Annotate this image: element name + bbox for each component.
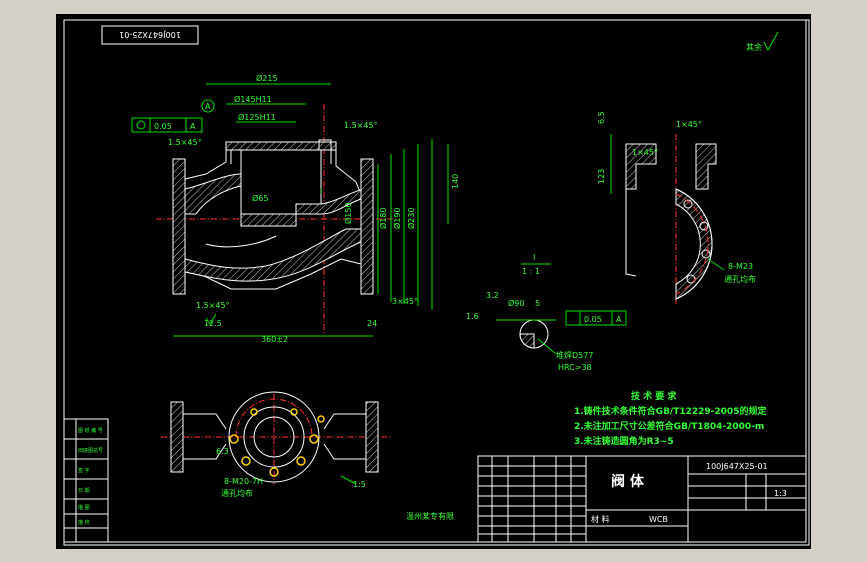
dim-chamfer-top: 1.5×45° (344, 121, 378, 130)
tol-detail-value: 0.05 (584, 315, 602, 324)
right-side-view: 6.5 123 1×45° 1×45° 8-M23 通孔均布 (597, 111, 756, 304)
company-text: 温州某专有限 (406, 511, 454, 521)
tol-frame-main (131, 117, 203, 133)
left-cell-5: 描 校 (78, 519, 90, 526)
dim-h140: 140 (451, 174, 460, 189)
dim-d125: Ø125H11 (238, 112, 276, 122)
left-cell-0: 图 纸 编 号 (78, 427, 103, 434)
tech-item-3: 3.未注铸造圆角为R3~5 (574, 435, 674, 447)
holes-bottom: 8-M20-7H (224, 477, 263, 486)
dim-chamfer-r2: 1×45° (632, 148, 658, 157)
cad-drawing: 100J647X25-01 其余 Ø215 (63, 19, 810, 546)
part-name: 阀 体 (611, 473, 645, 490)
main-section-view: Ø215 Ø145H11 Ø125H11 1.5×45° 1.5×45° Ø65… (131, 73, 460, 344)
tol-main-value: 0.05 (154, 122, 172, 131)
dim-d65: Ø65 (252, 193, 268, 203)
left-cell-3: 日 期 (78, 488, 90, 494)
tech-item-1: 1.铸件技术条件符合GB/T12229-2005的规定 (574, 405, 767, 417)
detail-scale: 1 : 1 (522, 267, 540, 276)
dim-d215: Ø215 (256, 73, 278, 83)
holes-right-note: 通孔均布 (724, 274, 756, 284)
material-value: WCB (649, 515, 668, 524)
dim-chamfer-left: 1.5×45° (168, 138, 202, 147)
left-cell-2: 签 字 (78, 467, 90, 474)
mirrored-code: 100J647X25-01 (119, 30, 181, 39)
scale-bottom: 1:5 (353, 480, 366, 489)
bottom-view: 8-M20-7H 通孔均布 1:5 6.3 (161, 391, 391, 498)
tech-item-2: 2.未注加工尺寸公差符合GB/T1804-2000-m (574, 420, 764, 432)
tol-main-datum: A (190, 122, 196, 131)
left-cell-1: 旧底图总号 (78, 447, 103, 454)
section-label-main: I (320, 187, 322, 196)
hrc-note: HRC>38 (558, 363, 592, 372)
holes-bottom-note: 通孔均布 (221, 488, 253, 498)
left-cell-4: 描 图 (78, 504, 90, 511)
detail-label: I (533, 253, 535, 262)
rough-bottom: 6.3 (216, 447, 229, 456)
mirrored-code-box: 100J647X25-01 (101, 25, 199, 45)
dim-d145: Ø145H11 (234, 94, 272, 104)
tech-requirements: 技 术 要 求 1.铸件技术条件符合GB/T12229-2005的规定 2.未注… (574, 390, 767, 447)
dim-d180: Ø180 (378, 207, 388, 229)
left-info-strip: 图 纸 编 号 旧底图总号 签 字 日 期 描 图 描 校 (63, 418, 109, 543)
drawing-no: 100J647X25-01 (706, 462, 768, 471)
datum-a: A (205, 102, 211, 111)
scale-value: 1:3 (774, 489, 787, 498)
sheet-border (63, 19, 807, 543)
dim-chamfer-r1: 1×45° (676, 120, 702, 129)
dim-len360: 360±2 (261, 335, 288, 344)
dim-123: 123 (597, 169, 606, 184)
dim-24: 24 (367, 319, 377, 328)
dim-3x45: 3×45° (392, 297, 418, 306)
drawing-viewport[interactable]: 100J647X25-01 其余 Ø215 (56, 14, 811, 549)
dim-d150: Ø150 (343, 202, 353, 224)
rough-main-1: 12.5 (204, 319, 222, 328)
dim-d230-a: Ø230 (406, 207, 416, 229)
tech-title: 技 术 要 求 (631, 390, 677, 402)
dim-d190: Ø190 (392, 207, 402, 229)
material-label: 材 料 (591, 514, 610, 524)
roughness-rest-text: 其余 (746, 42, 762, 52)
tol-frame-detail (565, 310, 627, 326)
dim-d90: Ø90 (508, 298, 524, 308)
rough-detail: 3.2 (486, 291, 499, 300)
detail-i: I 1 : 1 Ø90 5 3.2 1.6 0.05 A 堆焊D577 HRC>… (466, 253, 627, 372)
roughness-rest: 其余 (746, 31, 779, 52)
tol-detail-datum: A (616, 315, 622, 324)
dim-5: 5 (535, 299, 540, 308)
holes-right: 8-M23 (728, 262, 753, 271)
weld-note: 堆焊D577 (556, 350, 593, 360)
rough-detail-2: 1.6 (466, 312, 479, 321)
title-block: 阀 体 材 料 WCB 100J647X25-01 1:3 (477, 455, 807, 543)
dim-chamfer-bottom: 1.5×45° (196, 301, 230, 310)
dim-6-5: 6.5 (597, 111, 606, 124)
